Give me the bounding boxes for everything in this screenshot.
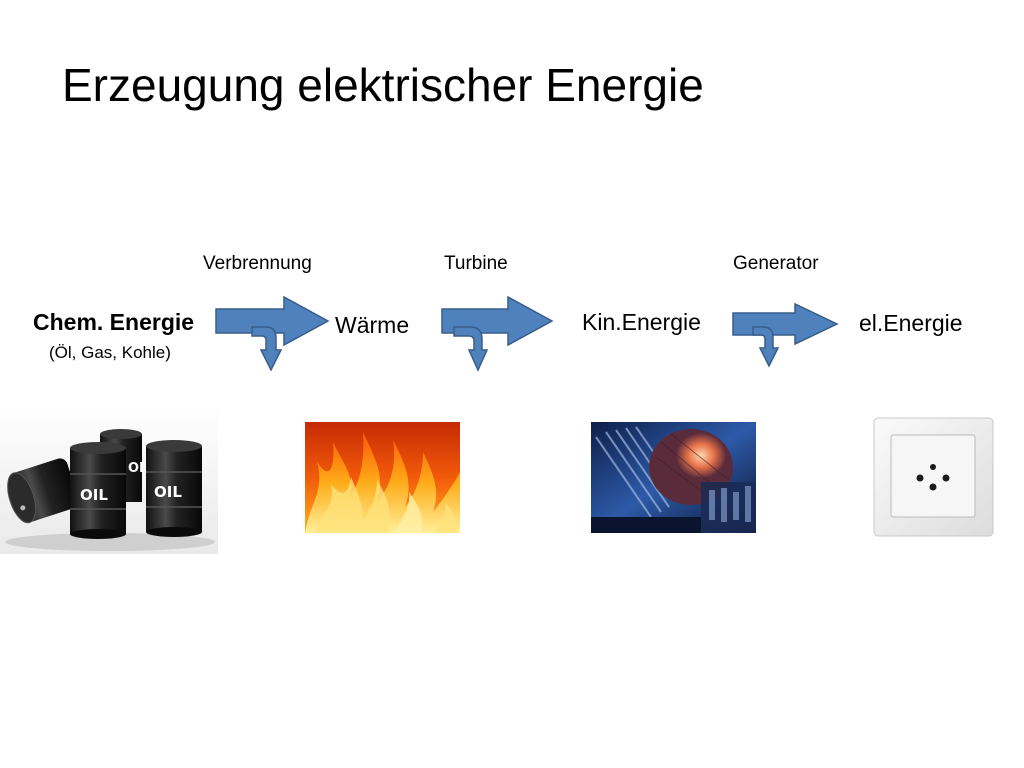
process-label-generator: Generator [733,253,819,274]
stage-label-waerme: Wärme [335,312,410,338]
stage-label-chem-energie: Chem. Energie [33,309,195,335]
flow-arrow-2 [441,295,554,372]
stage-label-el-energie: el.Energie [859,310,963,336]
oil-barrels-image: OIL OIL OIL [0,404,218,554]
flow-arrow-3 [732,302,839,368]
fire-image [305,422,460,533]
barrel-label-middle: OIL [80,486,108,504]
stage-label-kin-energie: Kin.Energie [582,309,701,335]
slide-title: Erzeugung elektrischer Energie [62,59,704,111]
turbine-image [591,422,756,533]
barrel-label-right: OIL [154,483,182,501]
stage-sublabel-chem-energie: (Öl, Gas, Kohle) [49,343,171,362]
process-label-verbrennung: Verbrennung [203,253,312,274]
flow-arrow-1 [215,295,330,372]
process-label-turbine: Turbine [444,253,508,274]
power-socket-image [873,417,994,537]
